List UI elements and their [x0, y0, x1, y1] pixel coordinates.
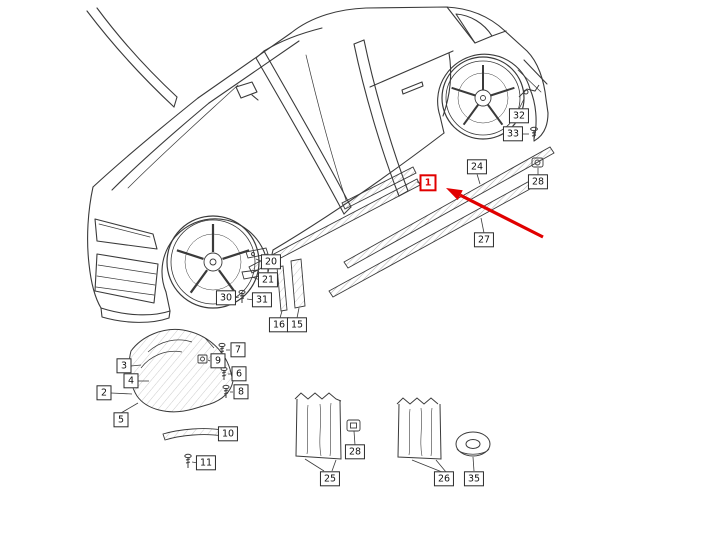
part-callout-8[interactable]: 8 [233, 384, 249, 400]
door-sill-scuff-plate [341, 166, 417, 210]
part-callout-28[interactable]: 28 [344, 444, 366, 460]
adhesive-tape-roll-35 [455, 431, 491, 457]
part-callout-2[interactable]: 2 [96, 385, 112, 401]
part-callout-21[interactable]: 21 [257, 272, 279, 288]
part-callout-28[interactable]: 28 [527, 174, 549, 190]
part-callout-20[interactable]: 20 [260, 254, 282, 270]
bracket-part-32 [518, 84, 540, 98]
parts-bag-25 [294, 392, 342, 460]
leader-lines [110, 98, 539, 473]
part-callout-5[interactable]: 5 [113, 412, 129, 428]
pointer-arrow-line [459, 193, 544, 239]
rear-wheel [441, 56, 525, 140]
part-callout-15[interactable]: 15 [286, 317, 308, 333]
part-callout-33[interactable]: 33 [502, 126, 524, 142]
part-callout-26[interactable]: 26 [433, 471, 455, 487]
rocker-molding-part-24 [343, 146, 555, 269]
part-callout-7[interactable]: 7 [230, 342, 246, 358]
part-callout-4[interactable]: 4 [123, 373, 139, 389]
part-callout-9[interactable]: 9 [210, 353, 226, 369]
bracket-part-20 [245, 247, 269, 259]
pointer-arrow-head [446, 188, 463, 201]
part-callout-27[interactable]: 27 [473, 232, 495, 248]
wheel-arch-liner [128, 328, 234, 413]
part-callout-10[interactable]: 10 [217, 426, 239, 442]
part-callout-32[interactable]: 32 [508, 108, 530, 124]
part-callout-6[interactable]: 6 [231, 366, 247, 382]
part-callout-25[interactable]: 25 [319, 471, 341, 487]
part-callout-3[interactable]: 3 [116, 358, 132, 374]
parts-bag-26 [396, 397, 442, 460]
pillar-trim-part-15 [290, 258, 306, 309]
part-callout-31[interactable]: 31 [251, 292, 273, 308]
red-pointer-arrow [446, 188, 544, 239]
nut-part-28-top [531, 157, 544, 168]
part-callout-30[interactable]: 30 [215, 290, 237, 306]
part-callout-1-highlighted[interactable]: 1 [419, 174, 437, 192]
part-callout-35[interactable]: 35 [463, 471, 485, 487]
part-callout-11[interactable]: 11 [195, 455, 217, 471]
clip-part-28-bottom [346, 419, 361, 432]
part-callout-24[interactable]: 24 [466, 159, 488, 175]
sill-trim-strip-part-1 [248, 178, 421, 274]
